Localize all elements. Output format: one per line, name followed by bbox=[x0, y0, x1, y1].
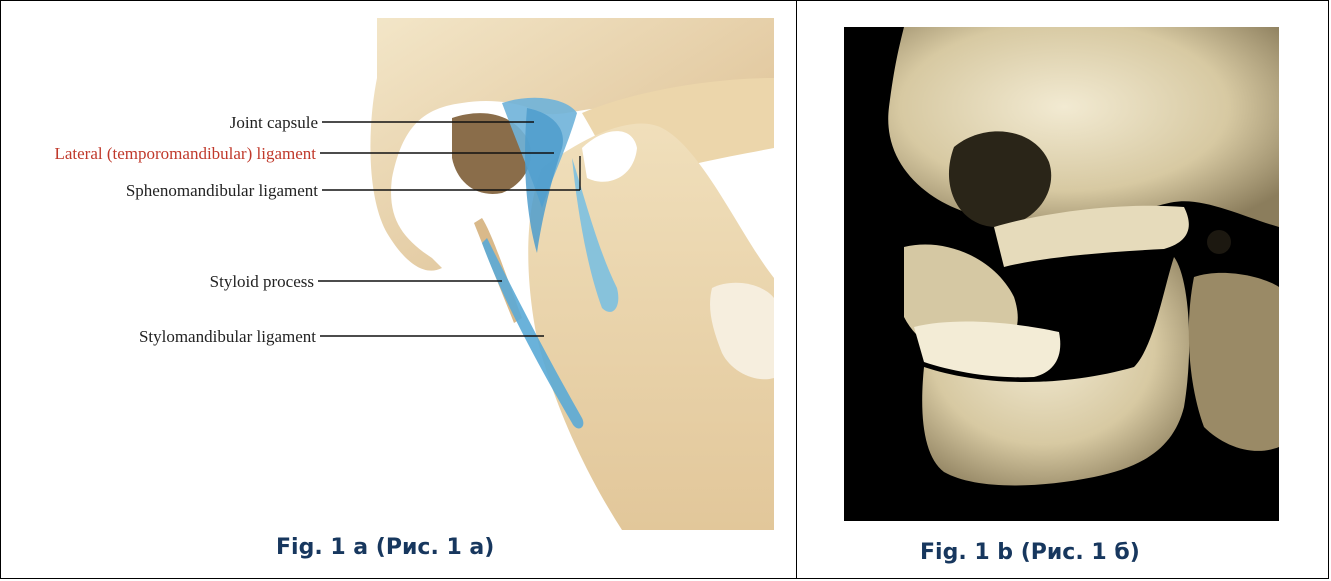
figure-b-caption: Fig. 1 b (Рис. 1 б) bbox=[920, 540, 1140, 565]
ear-canal bbox=[1207, 230, 1231, 254]
cell-divider bbox=[796, 0, 797, 579]
cranium bbox=[888, 27, 1279, 227]
label-lateral-ligament: Lateral (temporomandibular) ligament bbox=[54, 144, 316, 163]
label-sphenomandibular: Sphenomandibular ligament bbox=[126, 181, 318, 200]
figure-a-illustration: Joint capsule Lateral (temporomandibular… bbox=[22, 18, 774, 530]
label-styloid-process: Styloid process bbox=[210, 272, 314, 291]
label-joint-capsule: Joint capsule bbox=[230, 113, 318, 132]
figure-b-ct-render bbox=[844, 27, 1279, 521]
figure-a-caption: Fig. 1 a (Рис. 1 а) bbox=[276, 535, 494, 560]
label-stylomandibular: Stylomandibular ligament bbox=[139, 327, 316, 346]
ct-skull-render bbox=[844, 27, 1279, 521]
tmj-ligaments-illustration: Joint capsule Lateral (temporomandibular… bbox=[22, 18, 774, 530]
